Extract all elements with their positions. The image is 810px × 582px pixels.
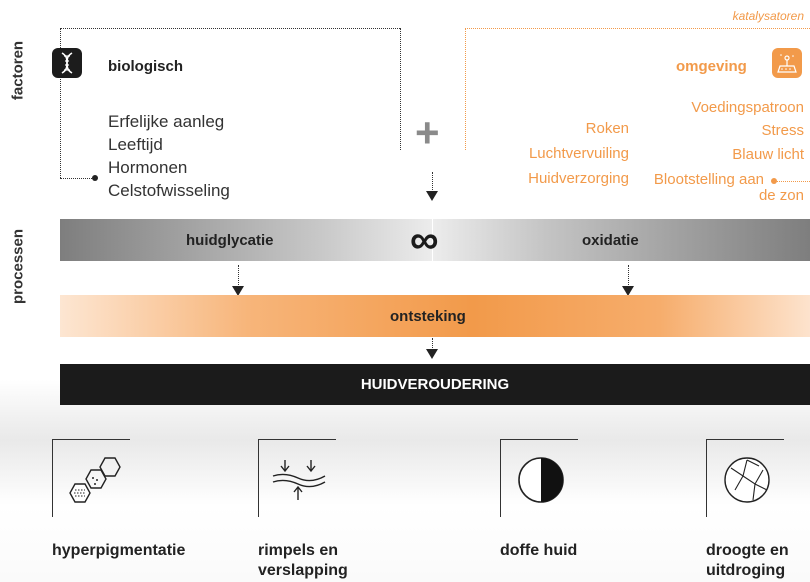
hyperpigmentation-tile xyxy=(52,439,130,517)
cracked-circle-icon xyxy=(724,457,770,503)
outcome-label: droogte en xyxy=(706,542,789,559)
dryness-tile xyxy=(706,439,784,517)
plus-symbol: + xyxy=(415,109,440,156)
aging-label: HUIDVEROUDERING xyxy=(360,376,510,393)
arrow-down-icon xyxy=(426,338,438,360)
catalyst-label: katalysatoren xyxy=(732,9,804,23)
connector-dot xyxy=(771,178,777,184)
dull-skin-tile xyxy=(500,439,578,517)
infinity-icon: ∞ xyxy=(410,218,439,262)
environment-frame-left xyxy=(465,28,466,150)
biological-item: Celstofwisseling xyxy=(108,181,230,200)
outcome-label: hyperpigmentatie xyxy=(52,542,186,559)
inflammation-label: ontsteking xyxy=(390,308,466,325)
pollution-icon xyxy=(772,48,802,78)
environment-item: Voedingspatroon xyxy=(691,99,804,116)
biological-item: Leeftijd xyxy=(108,135,163,154)
dna-icon xyxy=(52,48,82,78)
environment-item: de zon xyxy=(758,187,804,204)
glycation-bar xyxy=(60,219,432,261)
background-texture xyxy=(0,380,810,582)
environment-item: Blauw licht xyxy=(732,146,804,163)
pigment-cells-icon xyxy=(69,457,121,503)
environment-item: Stress xyxy=(761,122,804,139)
wrinkles-tile xyxy=(258,439,336,517)
environment-item: Luchtvervuiling xyxy=(528,145,629,162)
environment-item: Huidverzorging xyxy=(528,170,629,187)
outcome-label-line2: verslapping xyxy=(258,562,348,579)
environment-connector xyxy=(774,181,810,182)
environment-item: Roken xyxy=(585,120,629,137)
biological-title: biologisch xyxy=(108,58,183,75)
biological-frame-left xyxy=(60,28,61,178)
oxidation-label: oxidatie xyxy=(582,232,639,249)
outcome-label: doffe huid xyxy=(500,542,578,559)
environment-item: Blootstelling aan xyxy=(653,171,764,188)
side-label-factors: factoren xyxy=(9,40,27,101)
arrow-down-icon xyxy=(232,265,244,297)
biological-frame-right xyxy=(400,28,401,150)
connector-dot xyxy=(92,175,98,181)
environment-title: omgeving xyxy=(676,58,747,75)
aging-bar xyxy=(60,364,810,405)
oxidation-bar xyxy=(433,219,810,261)
side-label-processes: processen xyxy=(9,228,27,305)
biological-item: Erfelijke aanleg xyxy=(108,112,225,131)
inflammation-bar xyxy=(60,295,810,337)
biological-item: Hormonen xyxy=(108,158,188,177)
environment-frame xyxy=(465,28,810,29)
arrow-down-icon xyxy=(426,172,438,202)
arrow-down-icon xyxy=(622,265,634,297)
outcome-label-line2: uitdroging xyxy=(706,562,786,579)
wrinkles-icon xyxy=(272,460,326,500)
biological-connector xyxy=(60,178,96,179)
outcome-label: rimpels en xyxy=(258,542,339,559)
glycation-label: huidglycatie xyxy=(186,232,274,249)
half-circle-icon xyxy=(518,457,564,503)
biological-frame xyxy=(60,28,400,29)
